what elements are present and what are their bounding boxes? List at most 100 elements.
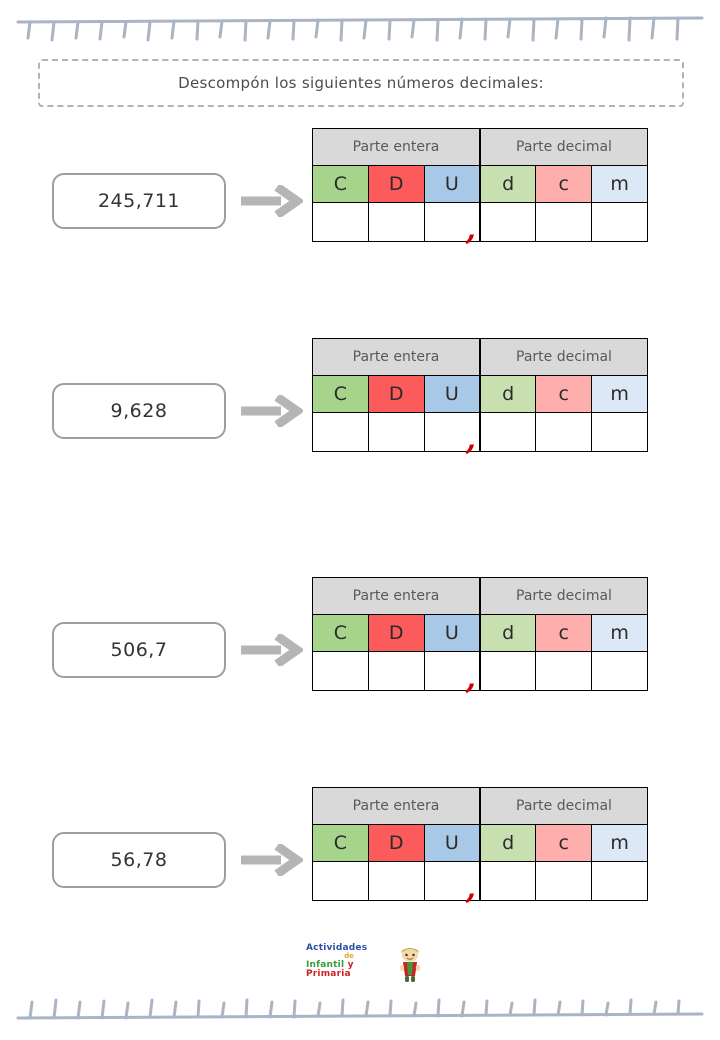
logo-wordmark: Actividades de Infantil y Primaria [306, 943, 398, 980]
decimal-comma-mark: , [465, 212, 476, 247]
place-value-table: Parte entera Parte decimal C D U d c m , [311, 787, 648, 906]
answer-cell-tens[interactable] [367, 202, 425, 242]
instruction-banner: Descompón los siguientes números decimal… [38, 59, 684, 107]
number-value: 245,711 [97, 190, 181, 212]
decimal-comma-mark: , [465, 871, 476, 906]
column-label-hundreds: C [312, 375, 369, 413]
column-label-tens: D [367, 375, 425, 413]
number-box: 245,711 [52, 173, 226, 229]
table-header-row: Parte entera Parte decimal [311, 787, 648, 825]
table-answer-row: , [312, 412, 648, 457]
decorative-border-top [0, 8, 720, 48]
answer-cell-hundredths[interactable] [535, 651, 593, 691]
logo-line-infantil-primaria: Infantil y Primaria [306, 959, 398, 980]
column-label-thousandths: m [591, 165, 648, 203]
answer-cell-hundredths[interactable] [535, 412, 593, 452]
column-label-hundreds: C [312, 614, 369, 652]
column-label-thousandths: m [591, 614, 648, 652]
header-decimal-part: Parte decimal [479, 128, 648, 166]
decimal-comma-mark: , [465, 661, 476, 696]
answer-cell-hundreds[interactable] [312, 651, 369, 691]
exercise-row: 9,628 Parte entera Parte decimal C D U d… [0, 338, 720, 468]
answer-cell-units[interactable]: , [423, 651, 481, 696]
answer-cell-hundreds[interactable] [312, 861, 369, 901]
place-value-table: Parte entera Parte decimal C D U d c m , [311, 577, 648, 696]
answer-cell-thousandths[interactable] [591, 412, 648, 452]
decimal-comma-mark: , [465, 422, 476, 457]
logo-line-de: de [344, 952, 354, 961]
column-label-hundreds: C [312, 824, 369, 862]
column-label-tenths: d [479, 824, 537, 862]
exercise-row: 56,78 Parte entera Parte decimal C D U d… [0, 787, 720, 917]
logo-word-primaria: Primaria [306, 969, 351, 980]
table-answer-row: , [312, 861, 648, 906]
table-letter-row: C D U d c m [312, 165, 648, 203]
decorative-border-bottom [0, 992, 720, 1032]
column-label-tenths: d [479, 375, 537, 413]
table-answer-row: , [312, 202, 648, 247]
header-decimal-part: Parte decimal [479, 577, 648, 615]
answer-cell-tenths[interactable] [479, 202, 537, 242]
logo-word-y: y [347, 959, 354, 970]
answer-cell-tenths[interactable] [479, 861, 537, 901]
column-label-thousandths: m [591, 375, 648, 413]
column-label-hundredths: c [535, 824, 593, 862]
number-value: 506,7 [110, 639, 168, 661]
answer-cell-units[interactable]: , [423, 412, 481, 457]
column-label-hundredths: c [535, 614, 593, 652]
number-box: 9,628 [52, 383, 226, 439]
column-label-tenths: d [479, 165, 537, 203]
instruction-text: Descompón los siguientes números decimal… [178, 74, 544, 92]
header-integer-part: Parte entera [311, 128, 481, 166]
arrow-icon [241, 632, 305, 668]
logo-line-actividades: Actividades [306, 943, 368, 953]
arrow-icon [241, 842, 305, 878]
answer-cell-thousandths[interactable] [591, 861, 648, 901]
column-label-tenths: d [479, 614, 537, 652]
answer-cell-hundredths[interactable] [535, 202, 593, 242]
number-value: 9,628 [110, 400, 168, 422]
header-decimal-part: Parte decimal [479, 787, 648, 825]
mascot-icon [399, 948, 421, 982]
column-label-units: U [423, 375, 481, 413]
table-letter-row: C D U d c m [312, 614, 648, 652]
site-logo: Actividades de Infantil y Primaria [306, 943, 426, 986]
column-label-hundreds: C [312, 165, 369, 203]
logo-word-infantil: Infantil [306, 959, 345, 970]
answer-cell-hundredths[interactable] [535, 861, 593, 901]
answer-cell-units[interactable]: , [423, 202, 481, 247]
number-box: 506,7 [52, 622, 226, 678]
column-label-thousandths: m [591, 824, 648, 862]
table-answer-row: , [312, 651, 648, 696]
number-value: 56,78 [110, 849, 168, 871]
number-box: 56,78 [52, 832, 226, 888]
header-integer-part: Parte entera [311, 338, 481, 376]
table-header-row: Parte entera Parte decimal [311, 577, 648, 615]
place-value-table: Parte entera Parte decimal C D U d c m , [311, 338, 648, 457]
answer-cell-units[interactable]: , [423, 861, 481, 906]
answer-cell-hundreds[interactable] [312, 202, 369, 242]
exercise-row: 245,711 Parte entera Parte decimal C D U… [0, 128, 720, 258]
arrow-icon [241, 183, 305, 219]
answer-cell-thousandths[interactable] [591, 651, 648, 691]
answer-cell-tens[interactable] [367, 861, 425, 901]
table-header-row: Parte entera Parte decimal [311, 128, 648, 166]
column-label-tens: D [367, 824, 425, 862]
table-letter-row: C D U d c m [312, 375, 648, 413]
answer-cell-tenths[interactable] [479, 651, 537, 691]
answer-cell-thousandths[interactable] [591, 202, 648, 242]
column-label-units: U [423, 614, 481, 652]
column-label-tens: D [367, 614, 425, 652]
table-header-row: Parte entera Parte decimal [311, 338, 648, 376]
answer-cell-tenths[interactable] [479, 412, 537, 452]
answer-cell-tens[interactable] [367, 412, 425, 452]
column-label-units: U [423, 824, 481, 862]
answer-cell-hundreds[interactable] [312, 412, 369, 452]
exercise-row: 506,7 Parte entera Parte decimal C D U d… [0, 577, 720, 707]
answer-cell-tens[interactable] [367, 651, 425, 691]
header-decimal-part: Parte decimal [479, 338, 648, 376]
table-letter-row: C D U d c m [312, 824, 648, 862]
header-integer-part: Parte entera [311, 787, 481, 825]
column-label-hundredths: c [535, 375, 593, 413]
header-integer-part: Parte entera [311, 577, 481, 615]
